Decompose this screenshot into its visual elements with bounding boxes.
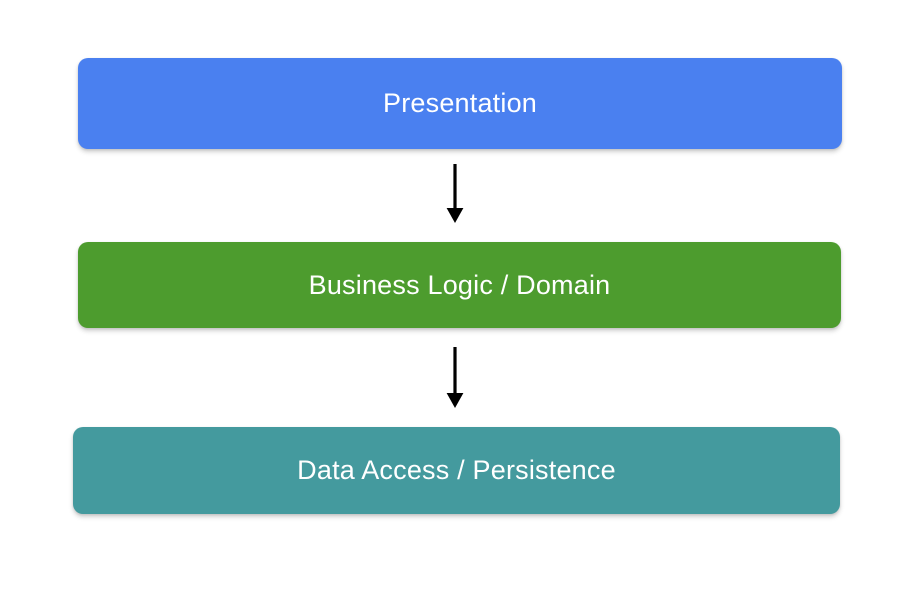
layer-label-business-logic: Business Logic / Domain [308,269,611,300]
layer-box-presentation[interactable]: Presentation [78,58,842,149]
layer-label-presentation: Presentation [383,88,537,118]
layer-box-business-logic[interactable]: Business Logic / Domain [78,242,841,328]
arrow-presentation-to-business [443,164,467,224]
layer-label-data-access: Data Access / Persistence [297,455,616,485]
layer-box-data-access[interactable]: Data Access / Persistence [73,427,840,514]
arrow-business-to-data [443,347,467,409]
